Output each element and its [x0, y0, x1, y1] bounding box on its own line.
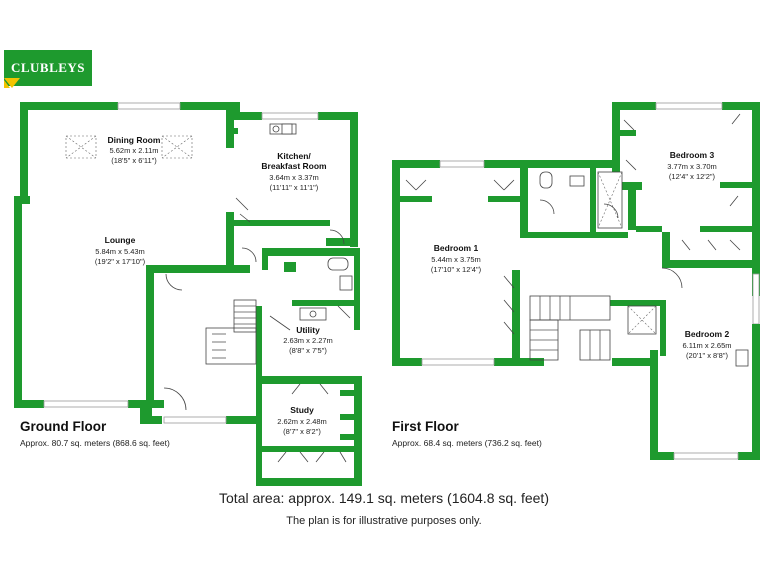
footer: Total area: approx. 149.1 sq. meters (16…	[219, 490, 549, 527]
kitchen-imperial: (11'11" x 11'1")	[270, 183, 319, 192]
utility-name: Utility	[296, 325, 320, 335]
bedroom-1-metric: 5.44m x 3.75m	[431, 255, 481, 264]
bedroom-3-metric: 3.77m x 3.70m	[667, 162, 717, 171]
first-floor-plan	[392, 102, 760, 460]
bedroom-3-name: Bedroom 3	[670, 150, 715, 160]
bedroom-1-name: Bedroom 1	[434, 243, 479, 253]
bedroom-2-metric: 6.11m x 2.65m	[682, 341, 731, 350]
ground-floor-title: Ground Floor	[20, 419, 107, 434]
first-floor-title: First Floor	[392, 419, 459, 434]
study-name: Study	[290, 405, 314, 415]
dining-room-imperial: (18'5" x 6'11")	[111, 156, 157, 165]
first-floor-area: Approx. 68.4 sq. meters (736.2 sq. feet)	[392, 438, 542, 448]
total-area: Total area: approx. 149.1 sq. meters (16…	[219, 490, 549, 506]
lounge-name: Lounge	[105, 235, 136, 245]
disclaimer: The plan is for illustrative purposes on…	[286, 515, 481, 527]
ground-floor-area: Approx. 80.7 sq. meters (868.6 sq. feet)	[20, 438, 170, 448]
utility-imperial: (8'8" x 7'5")	[289, 346, 327, 355]
lounge-metric: 5.84m x 5.43m	[95, 247, 145, 256]
first-floor-labels: Bedroom 3 3.77m x 3.70m (12'4" x 12'2") …	[392, 150, 732, 448]
kitchen-name-line1: Kitchen/	[277, 151, 311, 161]
ground-stairs	[205, 299, 257, 365]
first-floor-stairs	[529, 295, 611, 361]
study-metric: 2.62m x 2.48m	[277, 417, 327, 426]
bedroom-3-imperial: (12'4" x 12'2")	[669, 172, 716, 181]
bedroom-2-name: Bedroom 2	[685, 329, 730, 339]
dining-room-metric: 5.62m x 2.11m	[109, 146, 158, 155]
clubleys-logo: CLUBLEYS	[4, 50, 92, 88]
utility-metric: 2.63m x 2.27m	[283, 336, 333, 345]
dining-room-name: Dining Room	[108, 135, 161, 145]
ground-floor-labels: Dining Room 5.62m x 2.11m (18'5" x 6'11"…	[20, 135, 333, 448]
kitchen-metric: 3.64m x 3.37m	[269, 173, 319, 182]
lounge-imperial: (19'2" x 17'10")	[95, 257, 146, 266]
bedroom-2-imperial: (20'1" x 8'8")	[686, 351, 728, 360]
bedroom-1-imperial: (17'10" x 12'4")	[431, 265, 482, 274]
ground-floor-plan	[14, 102, 362, 486]
study-imperial: (8'7" x 8'2")	[283, 427, 321, 436]
kitchen-name-line2: Breakfast Room	[261, 161, 327, 171]
logo-text: CLUBLEYS	[11, 60, 85, 75]
